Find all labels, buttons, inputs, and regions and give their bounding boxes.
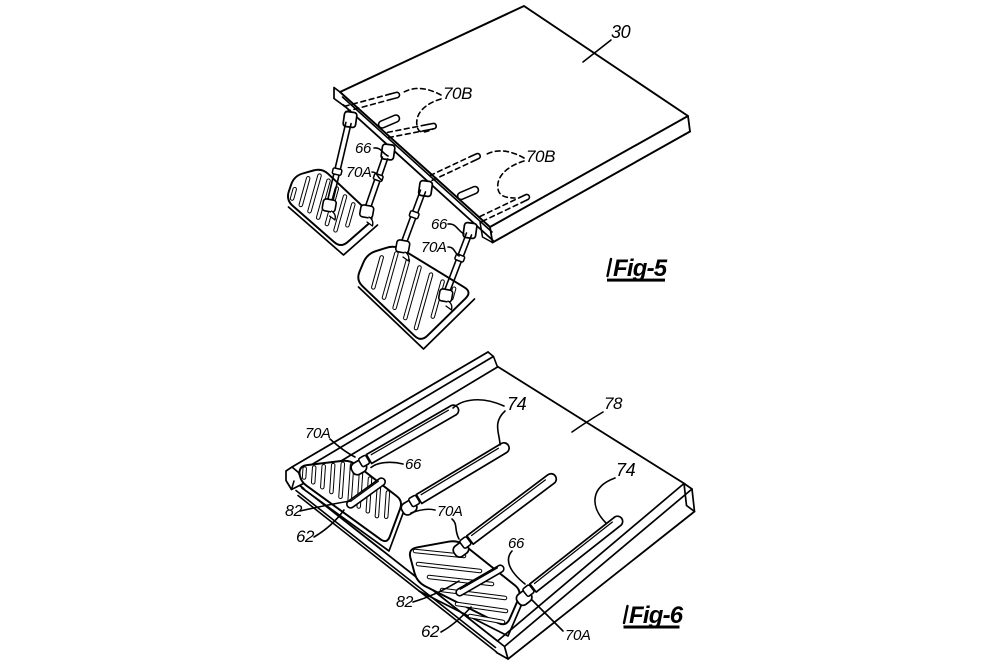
svg-text:78: 78 xyxy=(604,394,623,413)
svg-text:66: 66 xyxy=(431,216,448,233)
svg-text:70A: 70A xyxy=(305,425,331,442)
svg-text:70A: 70A xyxy=(437,503,463,520)
svg-text:62: 62 xyxy=(421,622,440,641)
svg-text:70A: 70A xyxy=(565,627,591,644)
svg-text:82: 82 xyxy=(285,503,302,520)
svg-text:30: 30 xyxy=(611,22,631,42)
svg-text:74: 74 xyxy=(616,460,636,480)
svg-text:Fig-6: Fig-6 xyxy=(629,602,684,629)
svg-text:74: 74 xyxy=(507,394,527,414)
svg-text:Fig-5: Fig-5 xyxy=(613,255,668,282)
svg-text:66: 66 xyxy=(508,535,525,552)
svg-text:82: 82 xyxy=(396,594,413,611)
svg-text:70B: 70B xyxy=(526,147,555,166)
svg-text:66: 66 xyxy=(355,140,372,157)
svg-text:70A: 70A xyxy=(346,164,372,181)
svg-text:66: 66 xyxy=(405,456,422,473)
svg-text:70B: 70B xyxy=(443,84,472,103)
svg-text:70A: 70A xyxy=(421,239,447,256)
svg-text:62: 62 xyxy=(296,527,315,546)
